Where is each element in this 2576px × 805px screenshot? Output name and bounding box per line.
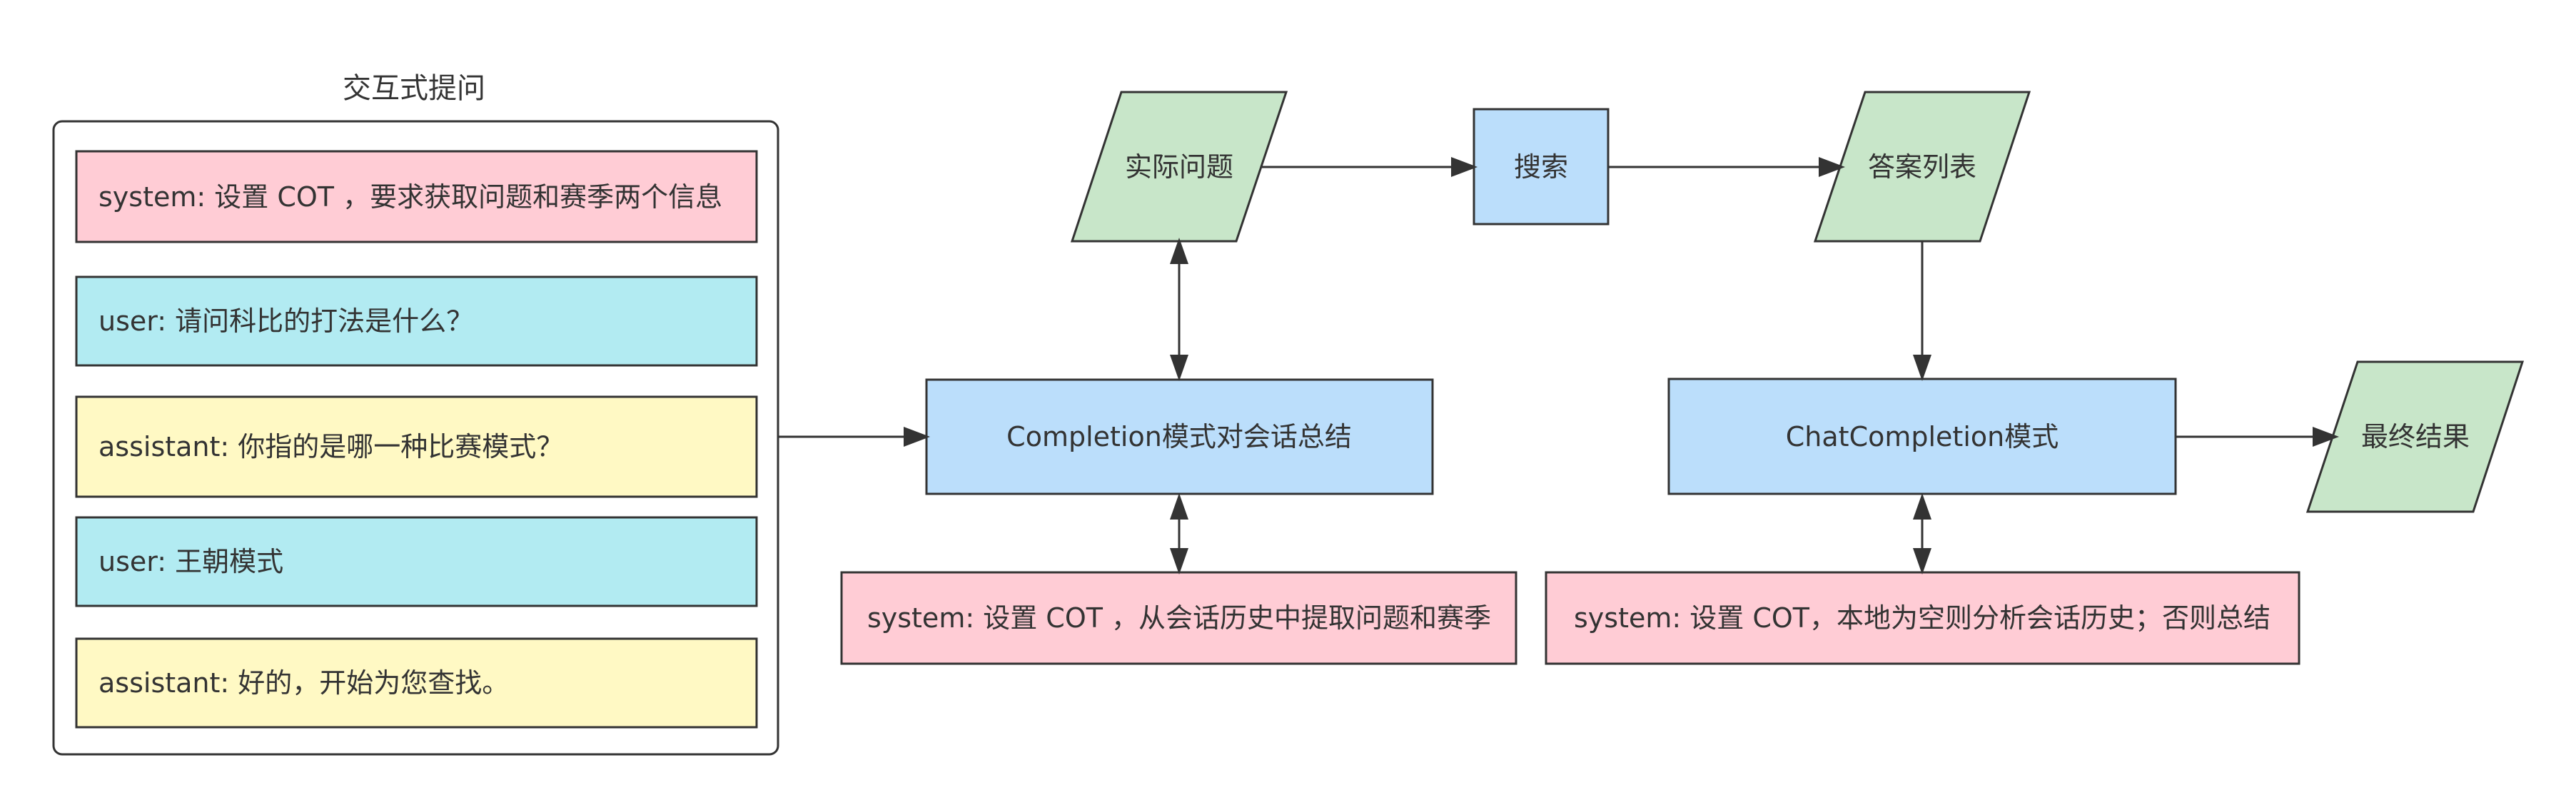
node-final-result: 最终结果: [2305, 360, 2525, 513]
arrowhead-icon: [1451, 157, 1478, 177]
node-completion-prompt: system: 设置 COT ，从会话历史中提取问题和赛季: [840, 571, 1517, 665]
arrowhead-icon: [904, 427, 930, 447]
arrowhead-icon: [1170, 238, 1188, 264]
arrowhead-icon: [1913, 548, 1931, 574]
arrowhead-icon: [1819, 157, 1845, 177]
edge-answers-to-chat-completion: [1913, 241, 1931, 381]
node-answer-list: 答案列表: [1813, 91, 2031, 243]
node-label: 搜索: [1514, 151, 1568, 183]
node-chat-completion: ChatCompletion模式: [1667, 378, 2177, 495]
group-title: 交互式提问: [343, 72, 485, 105]
node-label: ChatCompletion模式: [1786, 421, 2059, 452]
message-user-2: user: 王朝模式: [75, 516, 758, 607]
edge-search-to-answers: [1608, 157, 1845, 177]
node-label: Completion模式对会话总结: [1006, 421, 1352, 452]
message-box: [75, 395, 758, 498]
data-parallelogram: [2305, 360, 2525, 513]
arrowhead-icon: [1913, 493, 1931, 520]
node-label: 实际问题: [1125, 151, 1233, 183]
node-actual-question: 实际问题: [1070, 91, 1288, 243]
message-box: [75, 275, 758, 367]
edge-group-to-completion: [778, 427, 930, 447]
data-parallelogram: [1070, 91, 1288, 243]
edge-completion-actual-question: [1170, 238, 1188, 381]
node-chat-prompt: system: 设置 COT，本地为空则分析会话历史；否则总结: [1545, 571, 2300, 665]
arrowhead-icon: [2313, 427, 2339, 447]
process-box: [925, 378, 1434, 495]
message-text: assistant: 你指的是哪一种比赛模式？: [99, 431, 563, 462]
edge-chat-completion-prompt: [1913, 493, 1931, 574]
arrowhead-icon: [1170, 493, 1188, 520]
edge-chat-completion-to-final: [2176, 427, 2339, 447]
message-assistant-1: assistant: 你指的是哪一种比赛模式？: [75, 395, 758, 498]
message-text: user: 请问科比的打法是什么？: [99, 305, 473, 337]
node-completion: Completion模式对会话总结: [925, 378, 1434, 495]
prompt-box: [1545, 571, 2300, 665]
message-box: [75, 150, 758, 243]
message-text: assistant: 好的，开始为您查找。: [99, 667, 509, 699]
message-box: [75, 637, 758, 729]
message-assistant-2: assistant: 好的，开始为您查找。: [75, 637, 758, 729]
message-system: system: 设置 COT ，要求获取问题和赛季两个信息: [75, 150, 758, 243]
arrowhead-icon: [1913, 355, 1931, 381]
node-label: system: 设置 COT，本地为空则分析会话历史；否则总结: [1574, 602, 2271, 634]
edge-completion-prompt: [1170, 493, 1188, 574]
message-text: system: 设置 COT ，要求获取问题和赛季两个信息: [99, 181, 722, 213]
node-search: 搜索: [1473, 108, 1610, 226]
arrowhead-icon: [1170, 355, 1188, 381]
node-label: 最终结果: [2361, 421, 2470, 452]
message-user-1: user: 请问科比的打法是什么？: [75, 275, 758, 367]
node-label: 答案列表: [1868, 151, 1976, 183]
process-box: [1473, 108, 1610, 226]
edge-question-to-search: [1262, 157, 1478, 177]
message-text: user: 王朝模式: [99, 546, 283, 577]
message-box: [75, 516, 758, 607]
prompt-box: [840, 571, 1517, 665]
data-parallelogram: [1813, 91, 2031, 243]
node-label: system: 设置 COT ，从会话历史中提取问题和赛季: [867, 602, 1491, 634]
arrowhead-icon: [1170, 548, 1188, 574]
